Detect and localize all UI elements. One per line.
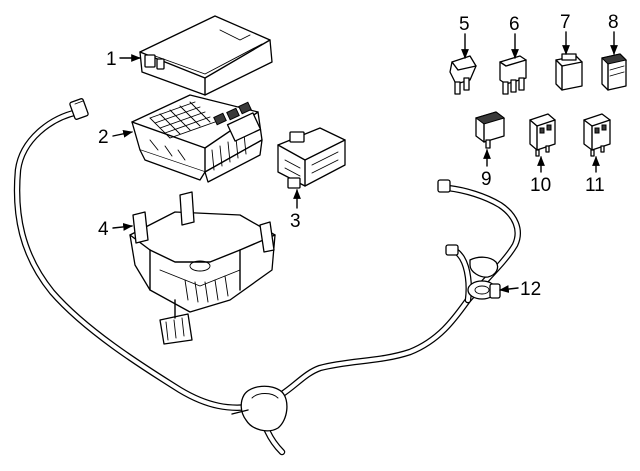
leader-12	[499, 285, 519, 293]
part-4-mounting-bracket	[129, 191, 276, 345]
part-8-cartridge-fuse	[601, 53, 627, 91]
part-11-micro-relay	[583, 113, 611, 157]
callout-3: 3	[290, 211, 301, 232]
callout-6: 6	[509, 14, 520, 35]
callout-8: 8	[608, 12, 619, 33]
part-5-mini-fuse	[449, 55, 477, 95]
callout-11: 11	[585, 175, 605, 196]
leader-2	[112, 129, 133, 138]
part-7-cartridge-fuse	[555, 53, 583, 91]
wiring-harness	[13, 98, 521, 456]
part-9-relay	[474, 111, 506, 149]
callout-5: 5	[459, 14, 470, 35]
callout-1: 1	[106, 49, 117, 70]
callout-2: 2	[98, 127, 109, 148]
leader-lines	[112, 31, 618, 293]
callout-10: 10	[530, 175, 551, 196]
callout-9: 9	[481, 169, 492, 190]
part-12-grommet	[467, 256, 501, 300]
callout-7: 7	[560, 12, 571, 33]
callout-4: 4	[98, 219, 109, 240]
callout-12: 12	[520, 279, 541, 300]
part-3-connector-block	[277, 127, 346, 189]
leader-4	[112, 223, 133, 231]
part-6-blade-fuse	[499, 55, 527, 95]
fuse-grid	[149, 101, 252, 139]
callout-labels: 1 2 3 4 5 6 7 8 9 10 11 12	[98, 12, 619, 300]
part-10-micro-relay	[529, 113, 556, 157]
part-1-fuse-box-cover	[139, 15, 273, 96]
part-2-fuse-box-body	[131, 94, 263, 183]
